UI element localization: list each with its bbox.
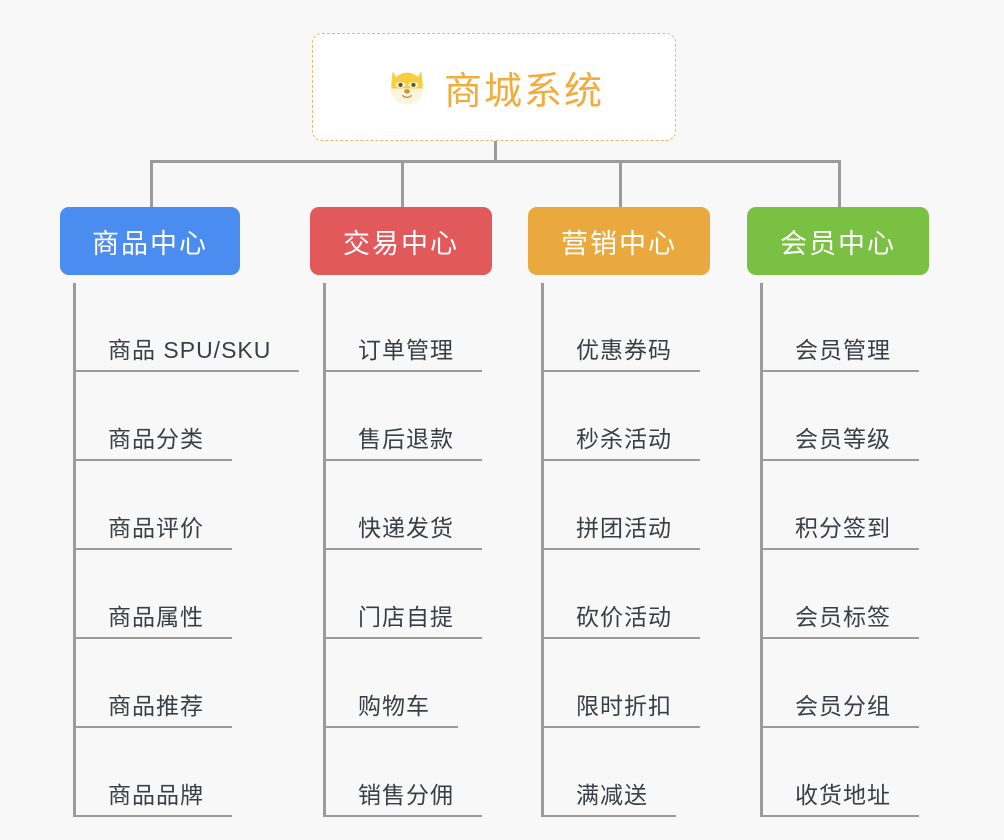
branch-drop-line	[150, 160, 153, 207]
leaf-item[interactable]: 限时折扣	[544, 639, 732, 728]
leaf-item[interactable]: 门店自提	[326, 550, 514, 639]
leaf-item[interactable]: 积分签到	[763, 461, 951, 550]
leaf-item-label: 订单管理	[326, 331, 482, 372]
leaf-item[interactable]: 会员管理	[763, 283, 951, 372]
leaf-item-label: 门店自提	[326, 598, 482, 639]
leaf-item-label: 商品分类	[76, 420, 232, 461]
leaf-item[interactable]: 会员标签	[763, 550, 951, 639]
leaf-item-label: 限时折扣	[544, 687, 700, 728]
leaf-item-label: 售后退款	[326, 420, 482, 461]
leaf-item[interactable]: 收货地址	[763, 728, 951, 817]
leaf-item[interactable]: 商品品牌	[76, 728, 331, 817]
leaf-item-label: 秒杀活动	[544, 420, 700, 461]
branch-header-marketing[interactable]: 营销中心	[528, 207, 710, 275]
leaf-item[interactable]: 商品 SPU/SKU	[76, 283, 331, 372]
branch-header-member[interactable]: 会员中心	[747, 207, 929, 275]
leaf-item-label: 销售分佣	[326, 776, 482, 817]
leaf-item[interactable]: 商品评价	[76, 461, 331, 550]
branch-bus-line	[150, 160, 840, 163]
leaf-item-label: 商品属性	[76, 598, 232, 639]
leaf-item[interactable]: 购物车	[326, 639, 514, 728]
root-title: 商城系统	[443, 70, 604, 113]
leaf-item-label: 砍价活动	[544, 598, 700, 639]
leaf-item[interactable]: 优惠券码	[544, 283, 732, 372]
leaf-item[interactable]: 商品推荐	[76, 639, 331, 728]
leaf-item-label: 拼团活动	[544, 509, 700, 550]
leaf-list-product: 商品 SPU/SKU 商品分类商品评价商品属性商品推荐商品品牌	[73, 283, 331, 817]
root-stem-line	[494, 141, 497, 162]
leaf-item-label: 购物车	[326, 687, 458, 728]
leaf-item-label: 满减送	[544, 776, 676, 817]
leaf-item-label: 会员等级	[763, 420, 919, 461]
leaf-item[interactable]: 会员分组	[763, 639, 951, 728]
leaf-item[interactable]: 秒杀活动	[544, 372, 732, 461]
leaf-item-label: 会员分组	[763, 687, 919, 728]
leaf-list-marketing: 优惠券码秒杀活动拼团活动砍价活动限时折扣满减送	[541, 283, 732, 817]
leaf-item-label: 优惠券码	[544, 331, 700, 372]
leaf-item[interactable]: 销售分佣	[326, 728, 514, 817]
branch-drop-line	[401, 160, 404, 207]
leaf-item[interactable]: 满减送	[544, 728, 732, 817]
leaf-item-label: 商品推荐	[76, 687, 232, 728]
leaf-item-label: 商品 SPU/SKU	[76, 331, 300, 372]
leaf-item[interactable]: 会员等级	[763, 372, 951, 461]
leaf-item[interactable]: 快递发货	[326, 461, 514, 550]
leaf-item-label: 积分签到	[763, 509, 919, 550]
leaf-item-label: 收货地址	[763, 776, 919, 817]
branch-drop-line	[838, 160, 841, 207]
leaf-list-member: 会员管理会员等级积分签到会员标签会员分组收货地址	[760, 283, 951, 817]
root-node[interactable]: 商城系统	[312, 33, 676, 141]
leaf-item-label: 快递发货	[326, 509, 482, 550]
branch-header-product[interactable]: 商品中心	[60, 207, 240, 275]
branch-drop-line	[619, 160, 622, 207]
dog-face-icon	[384, 64, 430, 110]
leaf-item[interactable]: 订单管理	[326, 283, 514, 372]
leaf-item-label: 商品品牌	[76, 776, 232, 817]
leaf-item[interactable]: 商品属性	[76, 550, 331, 639]
leaf-item[interactable]: 售后退款	[326, 372, 514, 461]
leaf-item[interactable]: 砍价活动	[544, 550, 732, 639]
leaf-item[interactable]: 商品分类	[76, 372, 331, 461]
leaf-item[interactable]: 拼团活动	[544, 461, 732, 550]
leaf-item-label: 会员管理	[763, 331, 919, 372]
leaf-item-label: 商品评价	[76, 509, 232, 550]
leaf-list-trade: 订单管理售后退款快递发货门店自提购物车销售分佣	[323, 283, 514, 817]
branch-header-trade[interactable]: 交易中心	[310, 207, 492, 275]
leaf-item-label: 会员标签	[763, 598, 919, 639]
